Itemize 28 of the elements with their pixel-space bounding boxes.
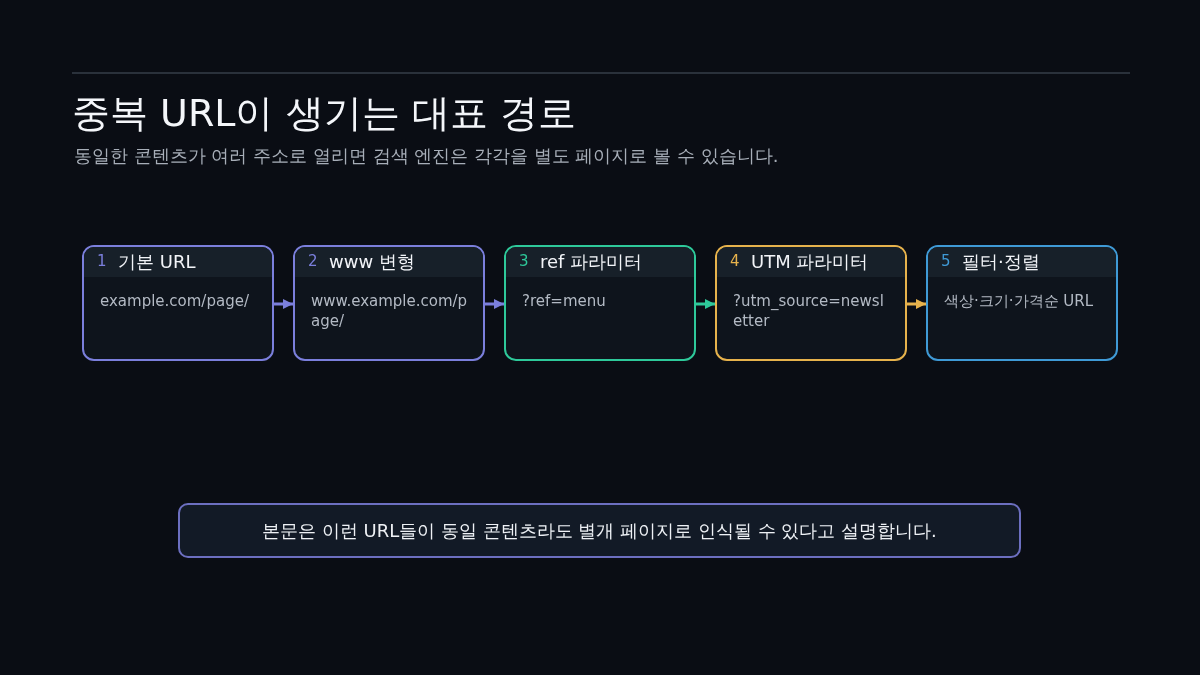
arrow [274,299,293,309]
url-example: ?utm_source=newsletter [733,291,885,331]
step-title: www 변형 [329,250,415,274]
step-card [82,245,274,361]
step-number: 4 [730,252,740,270]
url-example: www.example.com/page/ [311,291,469,331]
url-example: 색상·크기·가격순 URL [944,291,1095,311]
note-box [178,503,1021,558]
step-card [293,245,485,361]
subtitle: 동일한 콘텐츠가 여러 주소로 열리면 검색 엔진은 각각을 별도 페이지로 볼 수 있습니다. [74,144,779,168]
step-number: 2 [308,252,318,270]
step-card [715,245,907,361]
arrow [696,299,715,309]
step-card [926,245,1118,361]
arrow [907,299,926,309]
step-title: UTM 파라미터 [751,250,869,274]
note-text: 본문은 이런 URL들이 동일 콘텐츠라도 별개 페이지로 인식될 수 있다고 설명합니다. [262,518,937,543]
step-number: 1 [97,252,107,270]
step-card [504,245,696,361]
arrow [485,299,504,309]
step-number: 3 [519,252,529,270]
step-number: 5 [941,252,951,270]
title: 중복 URL이 생기는 대표 경로 [72,90,576,137]
step-title: 필터·정렬 [962,250,1040,274]
url-example: ?ref=menu [522,291,607,311]
url-example: example.com/page/ [100,291,250,311]
step-title: 기본 URL [118,250,196,274]
step-title: ref 파라미터 [540,250,643,274]
